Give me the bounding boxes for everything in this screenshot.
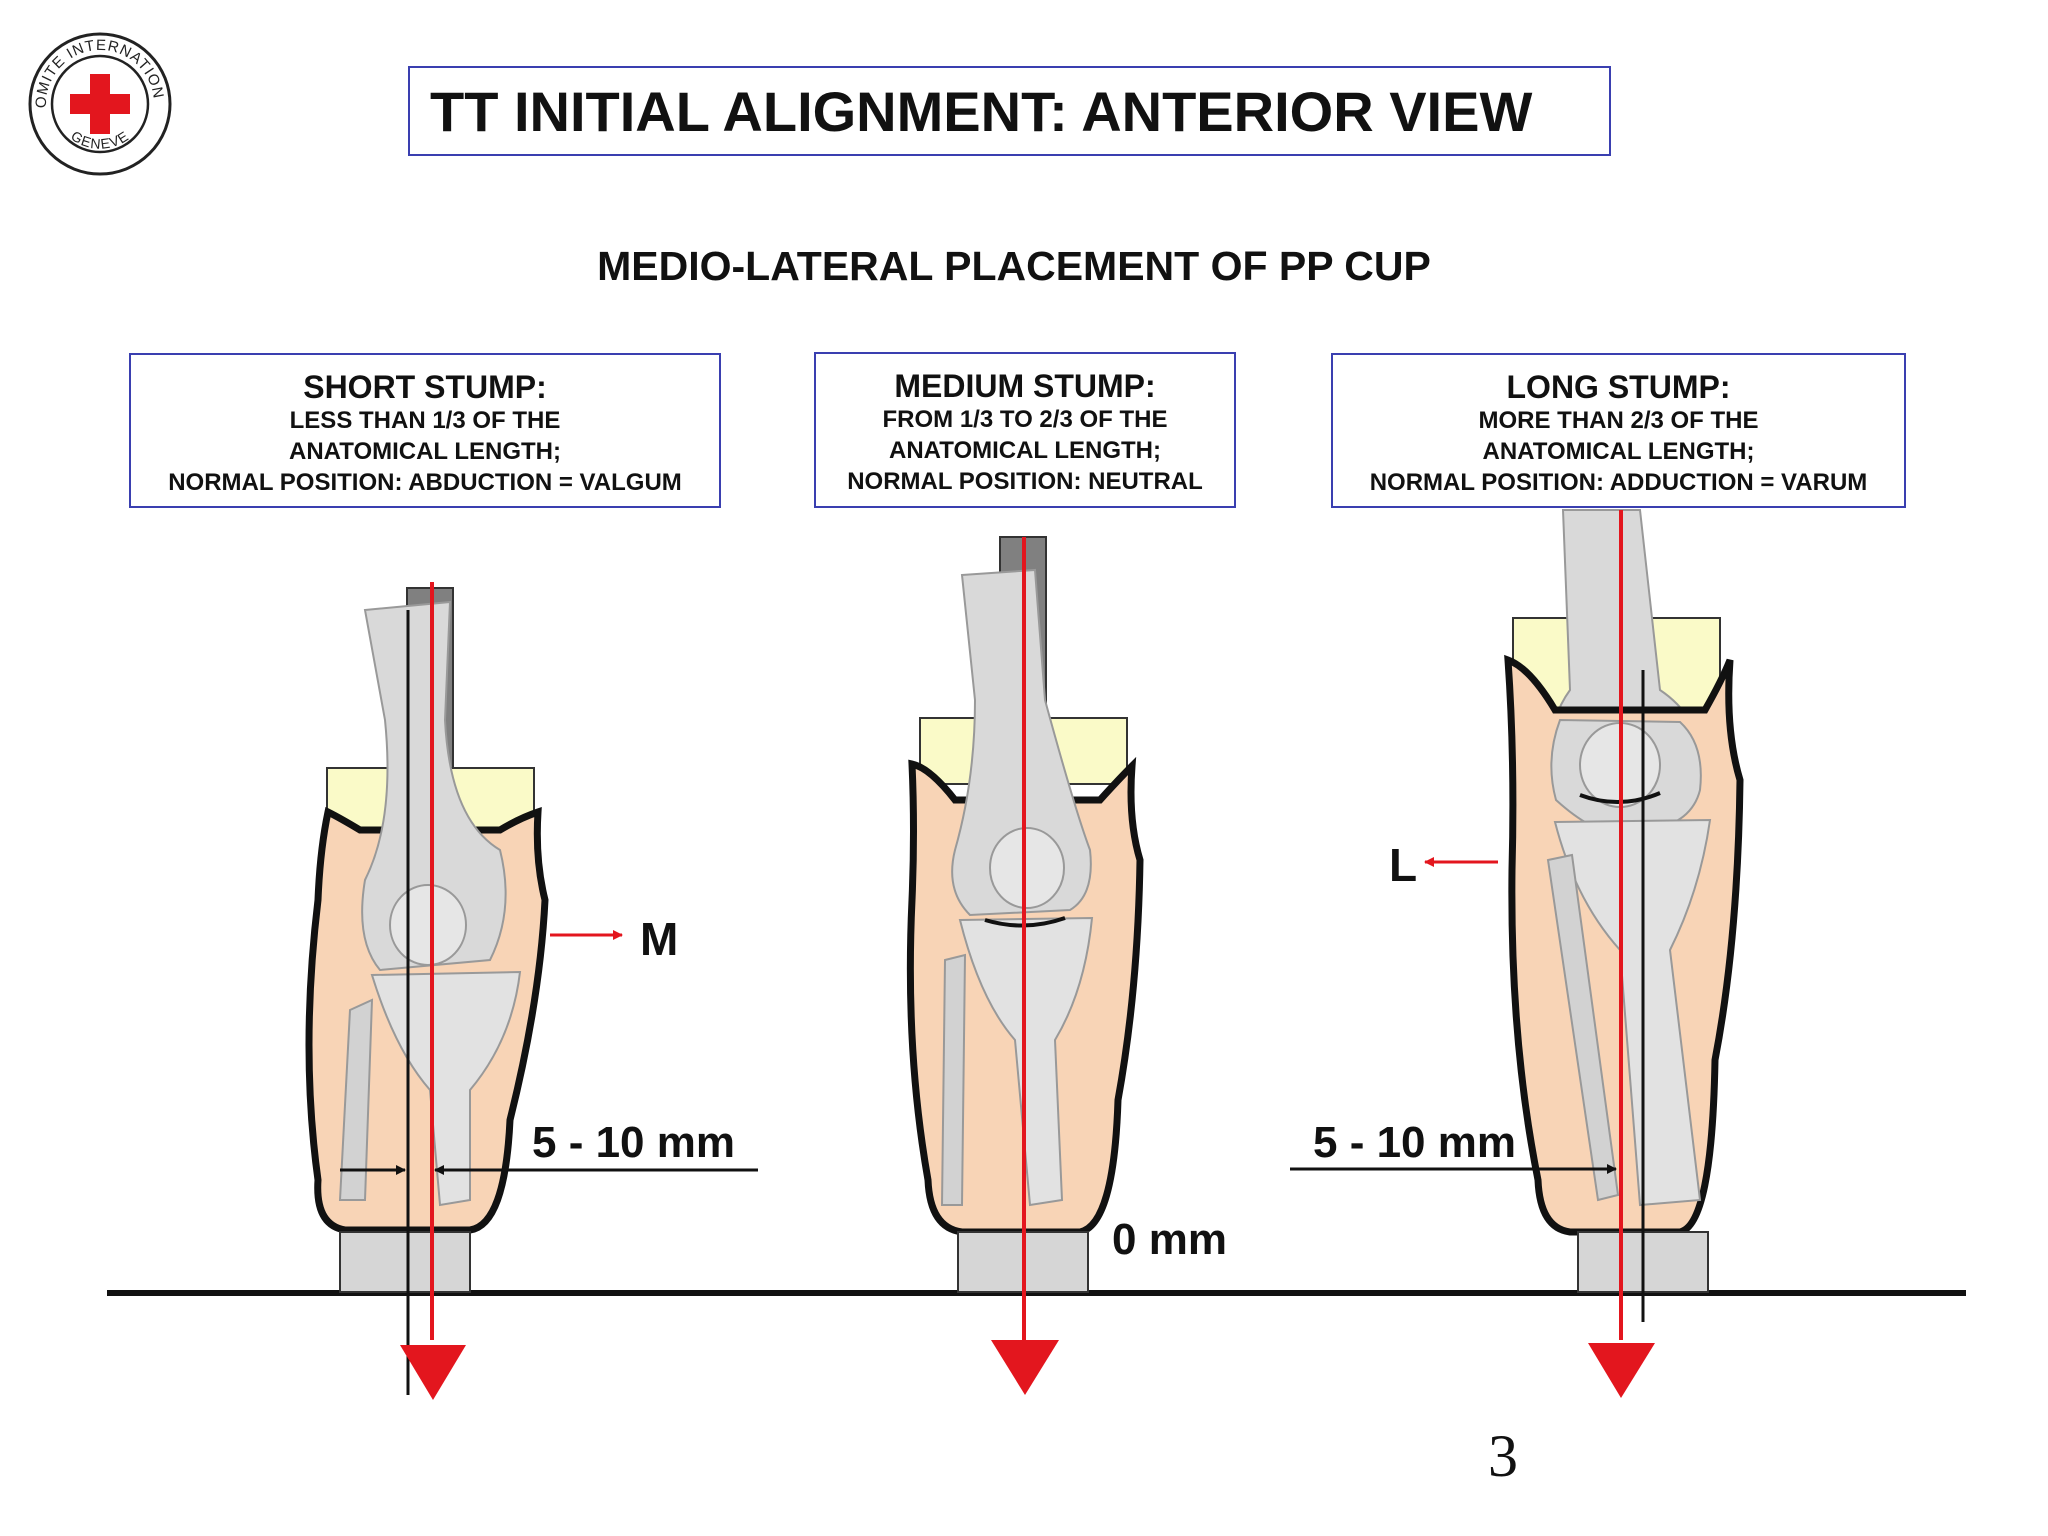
long-stump-figure (1290, 509, 1744, 1398)
short-patella (389, 884, 467, 966)
short-load-arrowhead (400, 1345, 466, 1400)
long-load-arrowhead (1588, 1343, 1655, 1398)
long-stump-line2: ANATOMICAL LENGTH; (1482, 438, 1755, 465)
short-stump-box: SHORT STUMP: LESS THAN 1/3 OF THE ANATOM… (129, 353, 721, 508)
long-stump-line3: NORMAL POSITION: ADDUCTION = VARUM (1369, 469, 1868, 496)
long-stump-heading: LONG STUMP: (1506, 369, 1731, 405)
short-stump-heading: SHORT STUMP: (303, 369, 547, 405)
short-base (339, 1231, 471, 1293)
icrc-logo: COMITE INTERNATIONAL GENEVE (26, 30, 172, 176)
page-number: 3 (1488, 1423, 1518, 1489)
long-stump-box: LONG STUMP: MORE THAN 2/3 OF THE ANATOMI… (1331, 353, 1906, 508)
medium-femur (951, 568, 1092, 917)
short-stump-line3: NORMAL POSITION: ABDUCTION = VALGUM (168, 469, 682, 496)
short-stump-line2: ANATOMICAL LENGTH; (289, 438, 561, 465)
medium-stump-line3: NORMAL POSITION: NEUTRAL (847, 468, 1203, 495)
medium-stump-line1: FROM 1/3 TO 2/3 OF THE (882, 406, 1168, 433)
subtitle: MEDIO-LATERAL PLACEMENT OF PP CUP (0, 243, 2048, 290)
medium-stump-line2: ANATOMICAL LENGTH; (889, 437, 1161, 464)
short-stump-line1: LESS THAN 1/3 OF THE (289, 407, 561, 434)
medium-load-arrowhead (991, 1340, 1059, 1395)
page-title: TT INITIAL ALIGNMENT: ANTERIOR VIEW (408, 66, 1611, 156)
medium-offset-label: 0 mm (1112, 1215, 1227, 1264)
medium-fibula (940, 953, 967, 1206)
medium-stump-heading: MEDIUM STUMP: (894, 368, 1156, 404)
medium-stump-figure (906, 536, 1144, 1395)
medium-patella (989, 827, 1065, 909)
long-offset-label: 5 - 10 mm (1313, 1118, 1516, 1167)
medium-stump-box: MEDIUM STUMP: FROM 1/3 TO 2/3 OF THE ANA… (814, 352, 1236, 508)
long-fibula (1546, 853, 1620, 1202)
short-offset-label: 5 - 10 mm (532, 1118, 735, 1167)
short-stump-figure (305, 582, 758, 1400)
lateral-label: L (1389, 839, 1418, 891)
red-cross-icon (70, 74, 130, 134)
short-fibula (338, 998, 374, 1201)
subtitle-text: MEDIO-LATERAL PLACEMENT OF PP CUP (597, 243, 1431, 289)
medial-label: M (640, 913, 679, 965)
long-stump-line1: MORE THAN 2/3 OF THE (1478, 407, 1759, 434)
